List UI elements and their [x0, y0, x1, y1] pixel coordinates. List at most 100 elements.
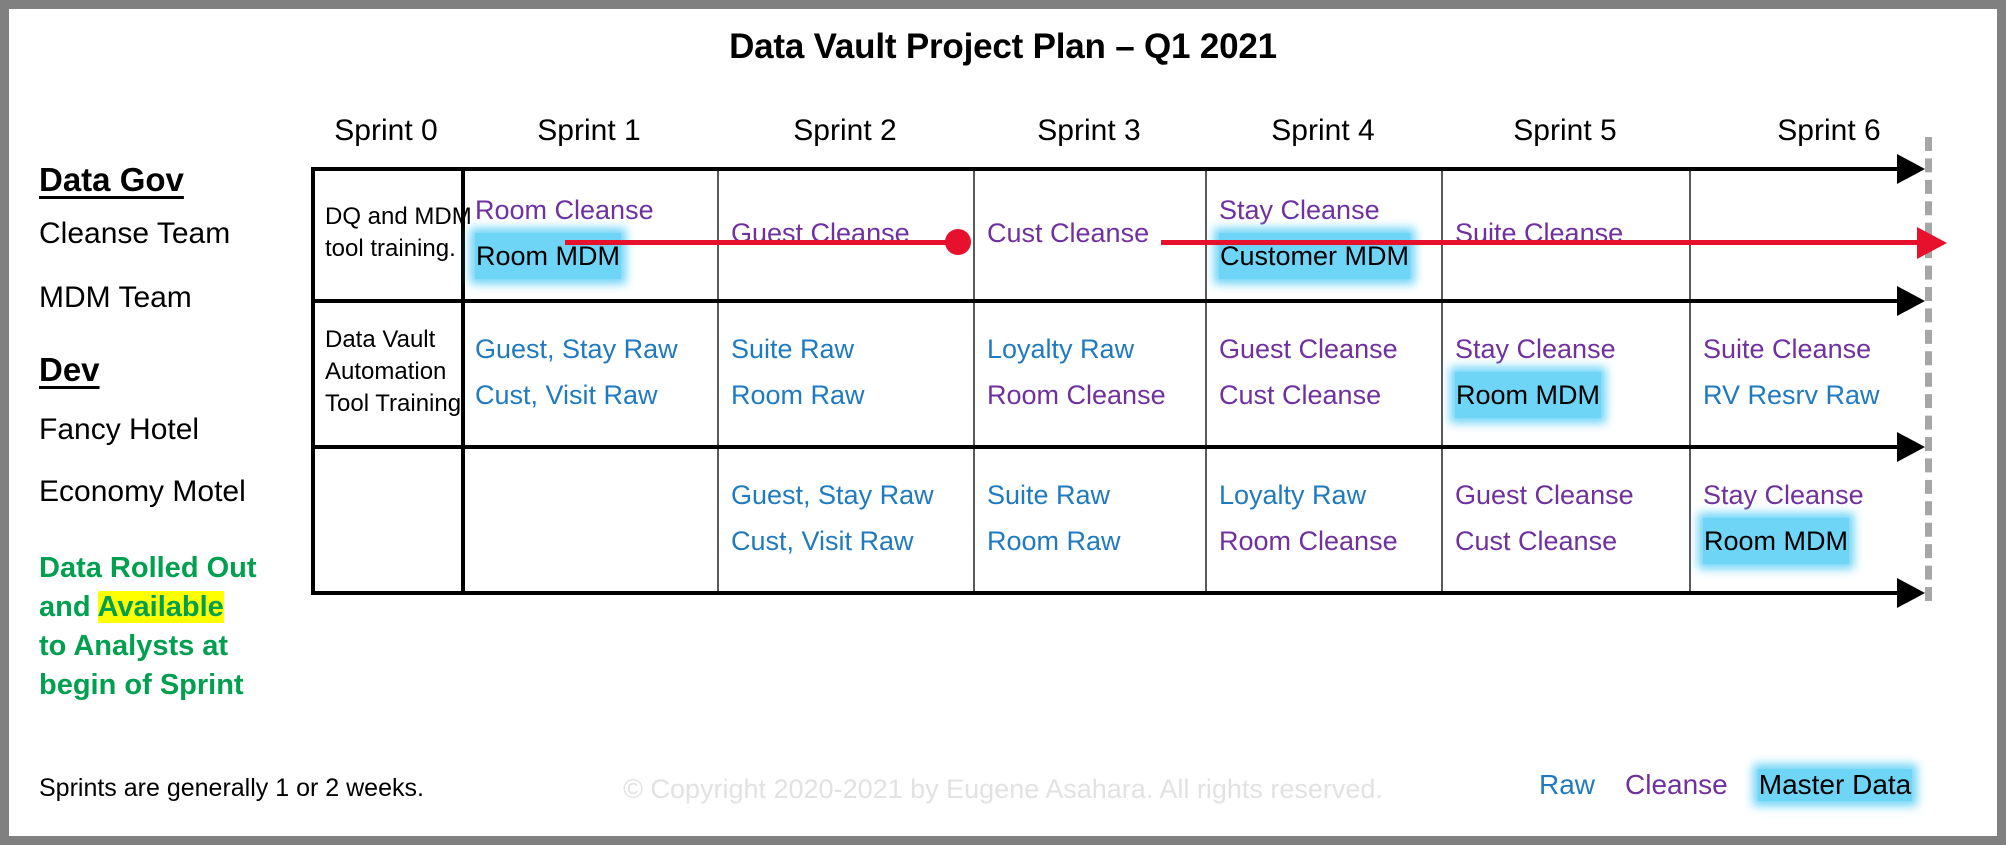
row-separator-arrow-3	[1897, 578, 1925, 608]
group-label-data-gov: Data Gov	[39, 161, 184, 198]
note-highlight-available: Available	[97, 591, 224, 624]
cell-dev-sprint-2-line-1: Room Raw	[731, 380, 865, 410]
cell-dev-sprint-6-line-0: Suite Cleanse	[1703, 333, 1872, 364]
page-title: Data Vault Project Plan – Q1 2021	[729, 27, 1277, 66]
row-separator-0	[311, 167, 1899, 171]
master-data-tag: Room MDM	[1455, 372, 1602, 419]
column-divider-5	[1441, 167, 1443, 591]
cell-data-gov-sprint-3: Cust Cleanse	[973, 167, 1205, 299]
note-line-3: to Analysts at	[39, 630, 229, 663]
sprint-header-2: Sprint 2	[793, 114, 897, 147]
note-line-4: begin of Sprint	[39, 669, 244, 702]
cell-dev-sprint-6-line-1: RV Resrv Raw	[1703, 380, 1880, 410]
sprint-header-6: Sprint 6	[1777, 114, 1881, 147]
legend-item-raw: Raw	[1539, 769, 1596, 800]
column-divider-2	[717, 167, 719, 591]
sprint-header-5: Sprint 5	[1513, 114, 1617, 147]
role-label-economy-motel: Economy Motel	[39, 475, 246, 508]
cell-analysts-sprint-4-line-1: Room Cleanse	[1219, 526, 1398, 556]
cell-analysts-sprint-3-line-1: Room Raw	[987, 526, 1121, 556]
analyst-availability-note: Data Rolled Out and Available to Analyst…	[39, 549, 289, 706]
row-separator-2	[311, 445, 1899, 449]
cell-analysts-sprint-3-line-0: Suite Raw	[987, 479, 1111, 510]
cell-dev-sprint-1-line-1: Cust, Visit Raw	[475, 380, 658, 410]
role-label-mdm-team: MDM Team	[39, 281, 192, 314]
legend-item-cleanse: Cleanse	[1625, 769, 1728, 800]
cell-dev-sprint-6: Suite Cleanse RV Resrv Raw	[1689, 299, 1969, 445]
milestone-arrow-customer-mdm	[1917, 227, 1947, 259]
cell-dev-sprint-3-line-1: Room Cleanse	[987, 380, 1166, 410]
cell-data-gov-sprint-5-line-0: Suite Cleanse	[1455, 217, 1624, 248]
cell-dev-sprint-1-line-0: Guest, Stay Raw	[475, 333, 678, 364]
role-label-cleanse-team: Cleanse Team	[39, 217, 231, 250]
milestone-dot-room-mdm	[945, 229, 971, 255]
cell-data-gov-sprint-3-line-0: Cust Cleanse	[987, 217, 1150, 248]
grid-left-border	[311, 167, 315, 591]
row-separator-3	[311, 591, 1899, 595]
cell-analysts-sprint-5-line-1: Cust Cleanse	[1455, 526, 1618, 556]
sprint-header-3: Sprint 3	[1037, 114, 1141, 147]
sprint-duration-note: Sprints are generally 1 or 2 weeks.	[39, 774, 424, 802]
cell-data-gov-sprint-5: Suite Cleanse	[1441, 167, 1689, 299]
column-divider-4	[1205, 167, 1207, 591]
cell-dev-sprint-5-line-0: Stay Cleanse	[1455, 333, 1616, 364]
plan-end-dashed-line	[1925, 137, 1932, 601]
cell-dev-sprint-4-line-1: Cust Cleanse	[1219, 380, 1382, 410]
milestone-line-room-mdm	[565, 240, 957, 245]
cell-analysts-sprint-4-line-0: Loyalty Raw	[1219, 479, 1367, 510]
row-separator-1	[311, 299, 1899, 303]
cell-data-gov-sprint-0-line-0: DQ and MDM	[325, 202, 472, 230]
cell-dev-sprint-0-line-2: Tool Training	[325, 390, 462, 418]
copyright-text: © Copyright 2020-2021 by Eugene Asahara.…	[623, 774, 1383, 804]
note-line-1: Data Rolled Out	[39, 552, 257, 584]
sprint-header-4: Sprint 4	[1271, 114, 1375, 147]
row-separator-arrow-0	[1897, 154, 1925, 184]
cell-analysts-sprint-2-line-0: Guest, Stay Raw	[731, 479, 934, 510]
cell-dev-sprint-2-line-0: Suite Raw	[731, 333, 855, 364]
cell-data-gov-sprint-0-line-1: tool training.	[325, 235, 456, 262]
cell-analysts-sprint-0	[311, 445, 461, 591]
cell-data-gov-sprint-2-line-0: Guest Cleanse	[731, 217, 910, 248]
cell-dev-sprint-4-line-0: Guest Cleanse	[1219, 333, 1398, 364]
cell-dev-sprint-0-line-0: Data Vault	[325, 325, 436, 353]
milestone-line-customer-mdm	[1161, 240, 1924, 245]
cell-data-gov-sprint-1-line-0: Room Cleanse	[475, 194, 654, 225]
cell-dev-sprint-3-line-0: Loyalty Raw	[987, 333, 1135, 364]
cell-dev-sprint-0-line-1: Automation	[325, 357, 447, 385]
cell-analysts-sprint-6-line-0: Stay Cleanse	[1703, 479, 1864, 510]
sprint-header-1: Sprint 1	[537, 114, 641, 147]
legend: Raw Cleanse Master Data	[1539, 769, 1913, 801]
cell-analysts-sprint-1	[461, 445, 717, 591]
cell-data-gov-sprint-4-line-0: Stay Cleanse	[1219, 194, 1380, 225]
cell-analysts-sprint-6-line-1: Room MDM	[1703, 518, 1955, 565]
master-data-tag: Room MDM	[1703, 518, 1850, 565]
role-label-fancy-hotel: Fancy Hotel	[39, 413, 200, 446]
cell-data-gov-sprint-2: Guest Cleanse	[717, 167, 973, 299]
legend-swatch-master-data: Master Data	[1757, 769, 1913, 801]
note-line-2-prefix: and	[39, 591, 98, 624]
column-divider-3	[973, 167, 975, 591]
sprint-header-0: Sprint 0	[334, 114, 438, 147]
cell-analysts-sprint-5-line-0: Guest Cleanse	[1455, 479, 1634, 510]
cell-dev-sprint-5-line-1: Room MDM	[1455, 372, 1675, 419]
row-separator-arrow-2	[1897, 432, 1925, 462]
row-separator-arrow-1	[1897, 286, 1925, 316]
cell-analysts-sprint-2-line-1: Cust, Visit Raw	[731, 526, 914, 556]
column-divider-1	[461, 167, 465, 591]
group-label-dev: Dev	[39, 351, 100, 388]
cell-data-gov-sprint-0: DQ and MDM tool training.	[311, 167, 472, 299]
note-line-2: and Available	[39, 588, 289, 627]
